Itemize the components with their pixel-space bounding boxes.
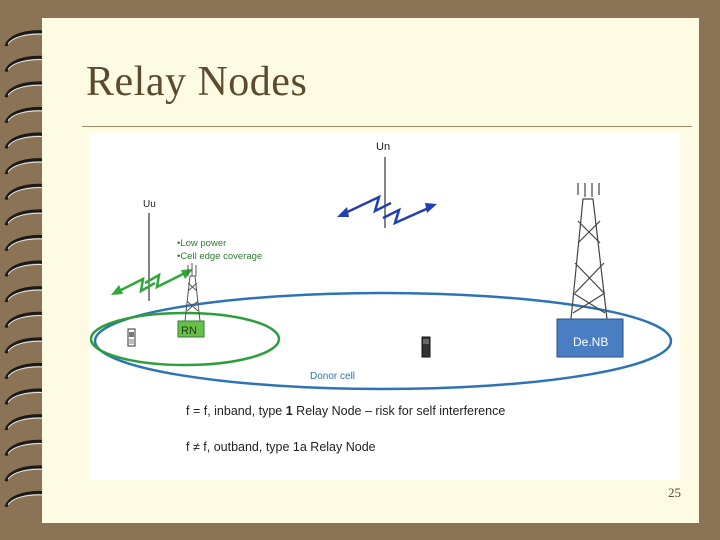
denb-label: De.NB [573, 335, 608, 349]
un-radio-arrows [340, 194, 434, 226]
uu-arrow-head-left [111, 285, 123, 295]
un-label: Un [376, 141, 390, 153]
page-number: 25 [668, 485, 681, 500]
denb-box [556, 318, 624, 358]
inband-note: f = f, inband, type 1 Relay Node – risk … [186, 404, 505, 418]
phone-icon [127, 328, 136, 347]
donor-cell-label: Donor cell [310, 371, 355, 382]
uu-radio-arrows [114, 269, 190, 295]
denb-tower [570, 183, 608, 320]
un-arrow-head-left [337, 207, 349, 217]
inband-note-pre: f = f, inband, type [186, 404, 286, 418]
relay-cell-ellipse [89, 311, 281, 367]
uu-arrow-head-right [181, 269, 193, 279]
rn-tower [184, 263, 201, 322]
rn-box [177, 320, 205, 338]
slide-title: Relay Nodes [86, 59, 308, 105]
inband-note-post: Relay Node – risk for self interference [293, 404, 506, 418]
uu-label: Uu [143, 199, 156, 210]
rn-label: RN [181, 325, 197, 337]
phone-icon [421, 336, 431, 358]
un-arrow-head-right [425, 203, 437, 213]
bullet-low-power: •Low power [177, 238, 226, 249]
title-divider [82, 126, 692, 127]
bullet-cell-edge: •Cell edge coverage [177, 251, 262, 262]
outband-note: f ≠ f, outband, type 1a Relay Node [186, 440, 376, 454]
relay-diagram-figure: Un Uu •Low power •Cell edge coverage [89, 133, 680, 480]
relay-diagram: Un Uu •Low power •Cell edge coverage [89, 141, 673, 454]
inband-note-bold: 1 [286, 404, 293, 418]
donor-cell-ellipse [93, 291, 673, 391]
